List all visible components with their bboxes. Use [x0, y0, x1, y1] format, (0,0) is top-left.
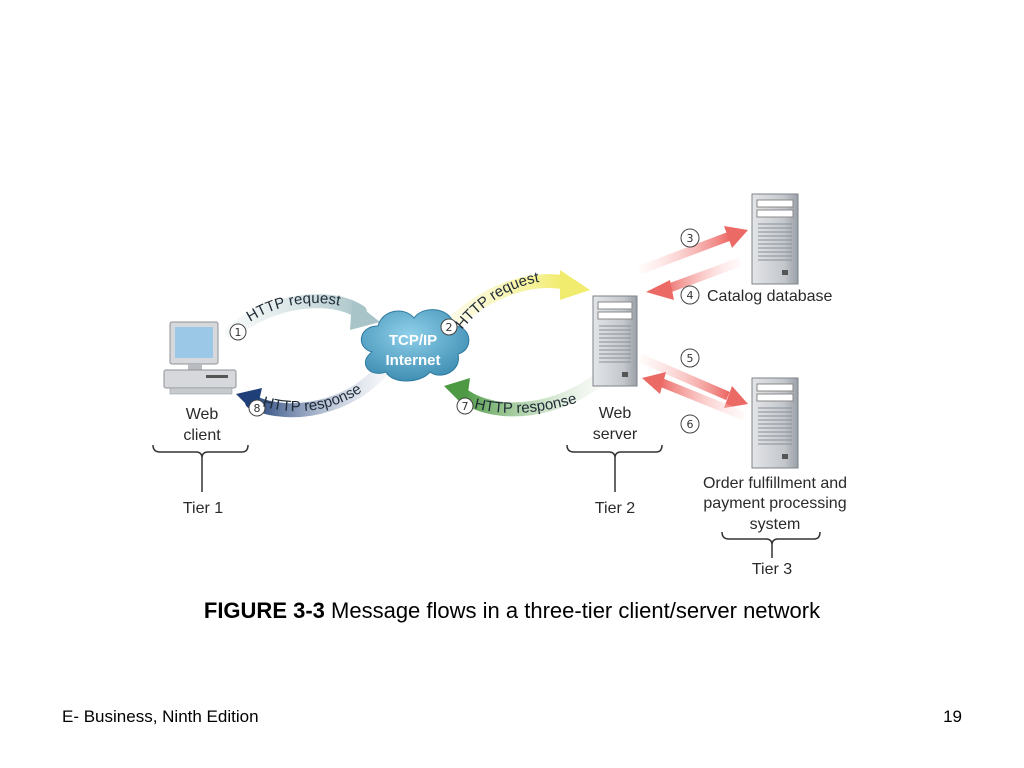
step-1-badge: 1: [229, 323, 247, 341]
figure-number: FIGURE 3-3: [203, 598, 325, 623]
order-fulfillment-server-icon: [751, 377, 799, 469]
internet-label-line1: TCP/IP: [389, 332, 437, 349]
tier-3-brace: [721, 531, 821, 558]
order-system-label-line1: Order fulfillment and: [703, 475, 847, 492]
catalog-database-server-icon: [751, 193, 799, 285]
step-7-badge: 7: [456, 397, 474, 415]
web-client-computer-icon: [163, 321, 237, 395]
web-server-label-line1: Web: [599, 405, 632, 422]
figure-caption-text: Message flows in a three-tier client/ser…: [324, 598, 821, 623]
web-client-label-line2: client: [183, 427, 221, 444]
figure-caption: FIGURE 3-3 Message flows in a three-tier…: [0, 598, 1024, 624]
web-client-label-line1: Web: [186, 406, 219, 423]
flow-5-arrow: [638, 353, 748, 408]
step-3-badge: 3: [680, 228, 700, 248]
step-2-badge: 2: [440, 318, 458, 336]
svg-text:2: 2: [446, 321, 453, 334]
step-8-badge: 8: [248, 399, 266, 417]
svg-text:4: 4: [687, 289, 694, 302]
tier-2-brace: [566, 444, 663, 492]
footer-book-title: E- Business, Ninth Edition: [62, 707, 259, 726]
svg-text:7: 7: [462, 400, 469, 413]
flow-1-arrow: [225, 294, 380, 339]
web-server-icon: [592, 295, 638, 387]
order-system-label-line3: system: [750, 516, 801, 533]
slide-number: 19: [943, 707, 962, 726]
flow-2-label: HTTP request: [452, 269, 541, 332]
flow-1-label: HTTP request: [244, 290, 343, 325]
svg-text:3: 3: [687, 232, 694, 245]
web-server-label-line2: server: [593, 426, 638, 443]
flow-8-label: HTTP response: [261, 380, 365, 415]
tier-2-label: Tier 2: [595, 500, 635, 517]
step-6-badge: 6: [680, 414, 700, 434]
tier-1-label: Tier 1: [183, 500, 223, 517]
flow-4-arrow: [646, 257, 742, 300]
svg-text:6: 6: [687, 418, 694, 431]
svg-text:5: 5: [687, 352, 694, 365]
flow-7-label: HTTP response: [473, 390, 578, 417]
flow-3-arrow: [638, 226, 748, 275]
tier-1-brace: [152, 444, 249, 492]
flow-6-arrow: [642, 372, 746, 421]
catalog-database-label: Catalog database: [707, 288, 833, 305]
order-system-label-line2: payment processing: [703, 495, 846, 512]
svg-text:1: 1: [235, 326, 242, 339]
tier-3-label: Tier 3: [752, 561, 792, 578]
internet-label-line2: Internet: [385, 352, 440, 369]
step-5-badge: 5: [680, 348, 700, 368]
svg-text:8: 8: [254, 402, 261, 415]
step-4-badge: 4: [680, 285, 700, 305]
